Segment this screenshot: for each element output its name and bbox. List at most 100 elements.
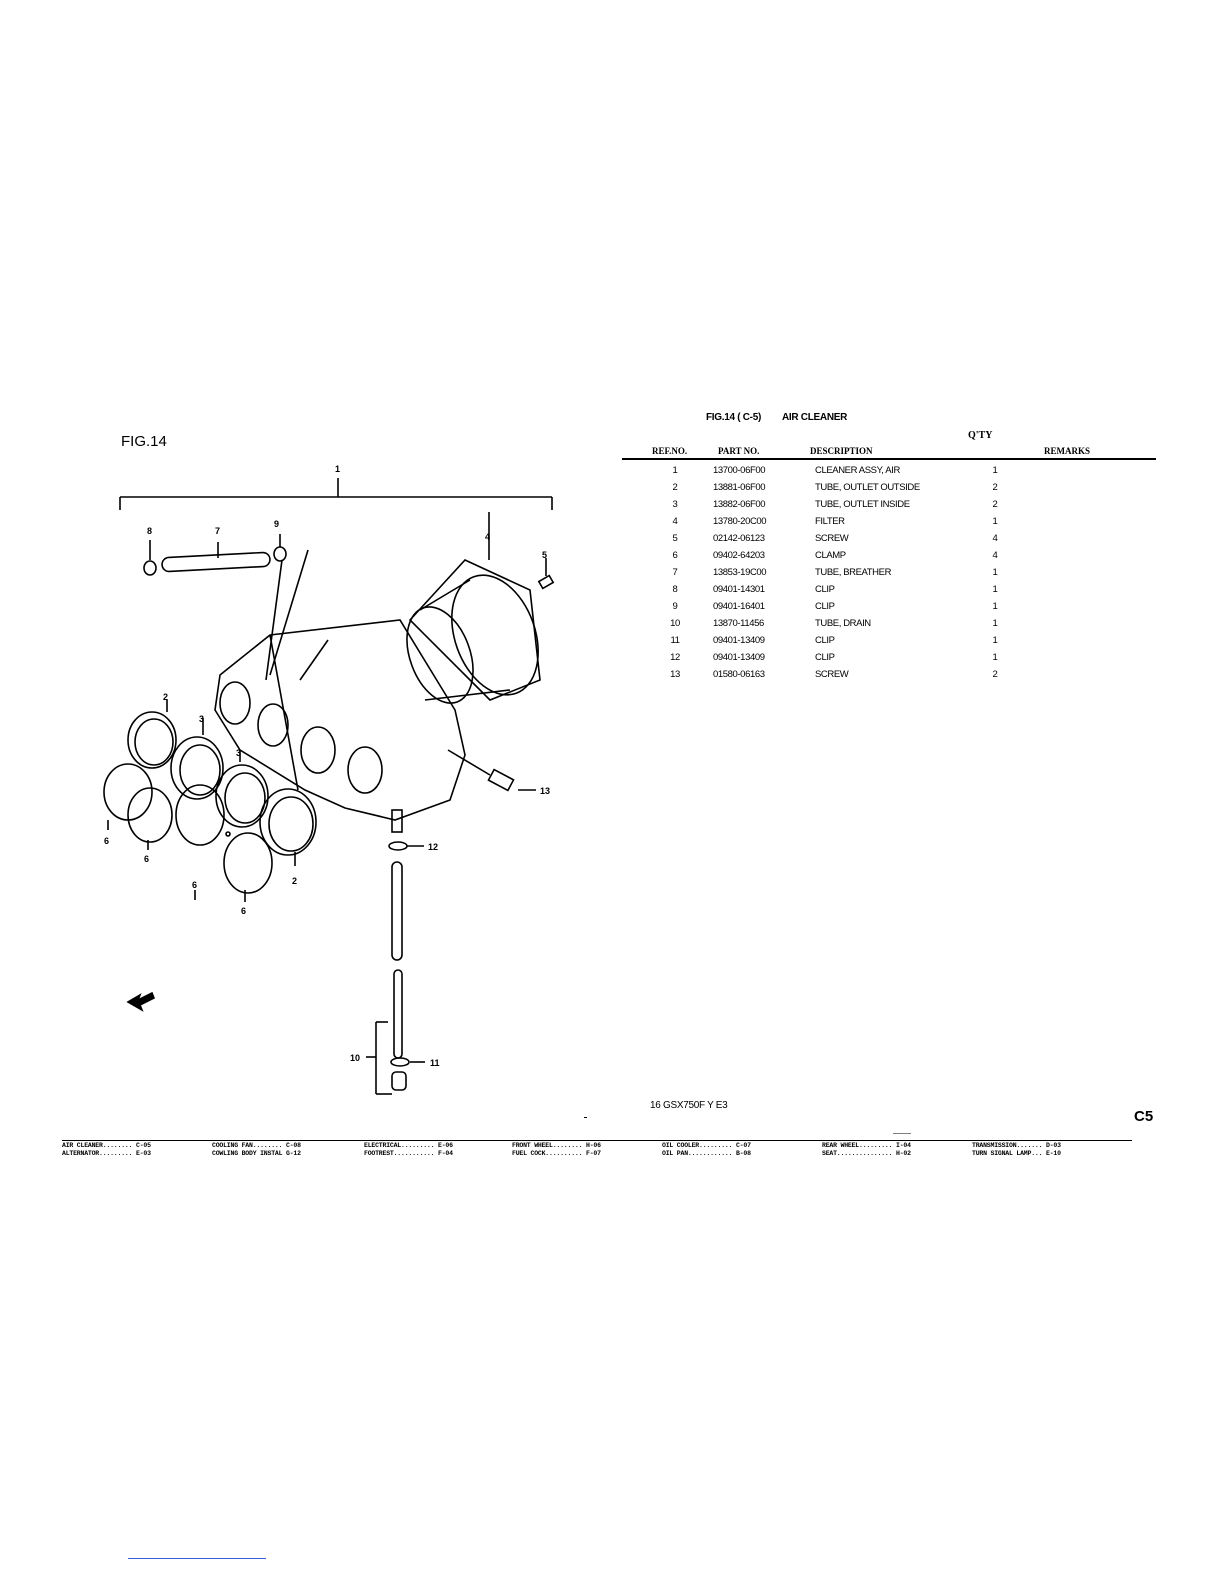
part-number-cell: 09402-64203	[713, 550, 765, 561]
qty-cell: 1	[992, 465, 998, 476]
qty-cell: 1	[992, 635, 998, 646]
callout-1: 1	[335, 464, 340, 474]
callout-6c: 6	[192, 880, 197, 890]
callout-6d: 6	[241, 906, 246, 916]
callout-6a: 6	[104, 836, 109, 846]
description-cell: CLIP	[815, 601, 835, 612]
index-entry: REAR WHEEL......... I-04	[822, 1142, 911, 1149]
callout-2: 2	[163, 692, 168, 702]
part-column-header: PART NO.	[718, 446, 760, 456]
part-number-cell: 13780-20C00	[713, 516, 767, 527]
parts-row: 2 13881-06F00 TUBE, OUTLET OUTSIDE 2	[640, 479, 1003, 496]
description-cell: TUBE, OUTLET OUTSIDE	[815, 482, 920, 493]
qty-cell: 2	[992, 482, 998, 493]
parts-row: 9 09401-16401 CLIP 1	[640, 598, 1003, 615]
qty-column-label: Q'TY	[968, 430, 993, 441]
ref-cell: 10	[670, 618, 680, 629]
qty-cell: 2	[992, 499, 998, 510]
part-number-cell: 13881-06F00	[713, 482, 766, 493]
page-number: C5	[1134, 1108, 1154, 1125]
description-cell: CLIP	[815, 635, 835, 646]
qty-cell: 1	[992, 601, 998, 612]
description-cell: TUBE, OUTLET INSIDE	[815, 499, 910, 510]
callout-2b: 2	[292, 876, 297, 886]
index-entry: TURN SIGNAL LAMP... E-10	[972, 1150, 1061, 1157]
part-number-cell: 09401-16401	[713, 601, 765, 612]
outlet-tubes-and-clamps	[103, 700, 317, 902]
scan-speck	[893, 1133, 911, 1134]
description-cell: CLIP	[815, 584, 835, 595]
scan-speck	[584, 1117, 587, 1118]
ref-cell: 2	[672, 482, 678, 493]
index-entry: AIR CLEANER........ C-05	[62, 1142, 151, 1149]
ref-cell: 3	[672, 499, 678, 510]
model-label: 16 GSX750F Y E3	[650, 1100, 728, 1111]
front-direction-arrow-icon	[126, 991, 156, 1012]
qty-cell: 4	[992, 533, 998, 544]
ref-cell: 7	[672, 567, 678, 578]
drain-tube-part	[366, 841, 425, 1095]
index-entry: COOLING FAN........ C-08	[212, 1142, 301, 1149]
description-cell: FILTER	[815, 516, 845, 527]
ref-cell: 12	[670, 652, 680, 663]
description-cell: CLAMP	[815, 550, 846, 561]
description-column-header: DESCRIPTION	[810, 446, 873, 456]
description-cell: TUBE, DRAIN	[815, 618, 871, 629]
part-number-cell: 13853-19C00	[713, 567, 767, 578]
callout-11: 11	[430, 1058, 440, 1068]
part-number-cell: 01580-06163	[713, 669, 765, 680]
description-cell: SCREW	[815, 533, 849, 544]
callout-3b: 3	[236, 748, 241, 758]
parts-row: 3 13882-06F00 TUBE, OUTLET INSIDE 2	[640, 496, 1003, 513]
index-entry: COWLING BODY INSTAL G-12	[212, 1150, 301, 1157]
air-box-housing-part	[214, 619, 466, 833]
part-number-cell: 09401-13409	[713, 652, 765, 663]
part-number-cell: 13870-11456	[713, 618, 764, 629]
qty-cell: 4	[992, 550, 998, 561]
ref-cell: 9	[672, 601, 678, 612]
figure-label: FIG.14	[121, 433, 167, 450]
qty-cell: 2	[992, 669, 998, 680]
callout-6b: 6	[144, 854, 149, 864]
description-cell: CLEANER ASSY, AIR	[815, 465, 900, 476]
parts-list-fig-ref: FIG.14 ( C-5)	[706, 412, 761, 423]
assembly-bracket	[119, 478, 553, 510]
parts-row: 5 02142-06123 SCREW 4	[640, 530, 1003, 547]
qty-cell: 1	[992, 567, 998, 578]
callout-4: 4	[485, 532, 490, 542]
index-divider	[62, 1140, 1132, 1141]
index-entry: SEAT............... H-02	[822, 1150, 911, 1157]
ref-cell: 1	[672, 465, 678, 476]
callout-5: 5	[542, 550, 547, 560]
index-entry: FRONT WHEEL........ H-06	[512, 1142, 601, 1149]
parts-row: 7 13853-19C00 TUBE, BREATHER 1	[640, 564, 1003, 581]
ref-cell: 8	[672, 584, 678, 595]
part-number-cell: 02142-06123	[713, 533, 765, 544]
part-number-cell: 13882-06F00	[713, 499, 766, 510]
callout-10: 10	[350, 1053, 360, 1063]
ref-column-header: REF.NO.	[652, 446, 688, 456]
parts-row: 10 13870-11456 TUBE, DRAIN 1	[640, 615, 1003, 632]
qty-cell: 1	[992, 584, 998, 595]
parts-list-title: AIR CLEANER	[782, 412, 848, 423]
ref-cell: 5	[672, 533, 678, 544]
callout-13: 13	[540, 786, 550, 796]
index-entry: OIL COOLER......... C-07	[662, 1142, 751, 1149]
description-cell: TUBE, BREATHER	[815, 567, 892, 578]
callout-12: 12	[428, 842, 438, 852]
qty-cell: 1	[992, 618, 998, 629]
index-entry: FOOTREST........... F-04	[364, 1150, 453, 1157]
air-cleaner-exploded-diagram: 1 2 2 3 3 4 5 6 6 6 6 7 8 9 10 11 12 13	[103, 464, 555, 1095]
callout-7: 7	[215, 526, 220, 536]
callout-8: 8	[147, 526, 152, 536]
ref-cell: 4	[672, 516, 678, 527]
section-index: AIR CLEANER........ C-05 COOLING FAN.....…	[62, 1142, 1132, 1164]
bottom-link-line	[128, 1558, 266, 1559]
index-entry: ALTERNATOR......... E-03	[62, 1150, 151, 1157]
description-cell: CLIP	[815, 652, 835, 663]
